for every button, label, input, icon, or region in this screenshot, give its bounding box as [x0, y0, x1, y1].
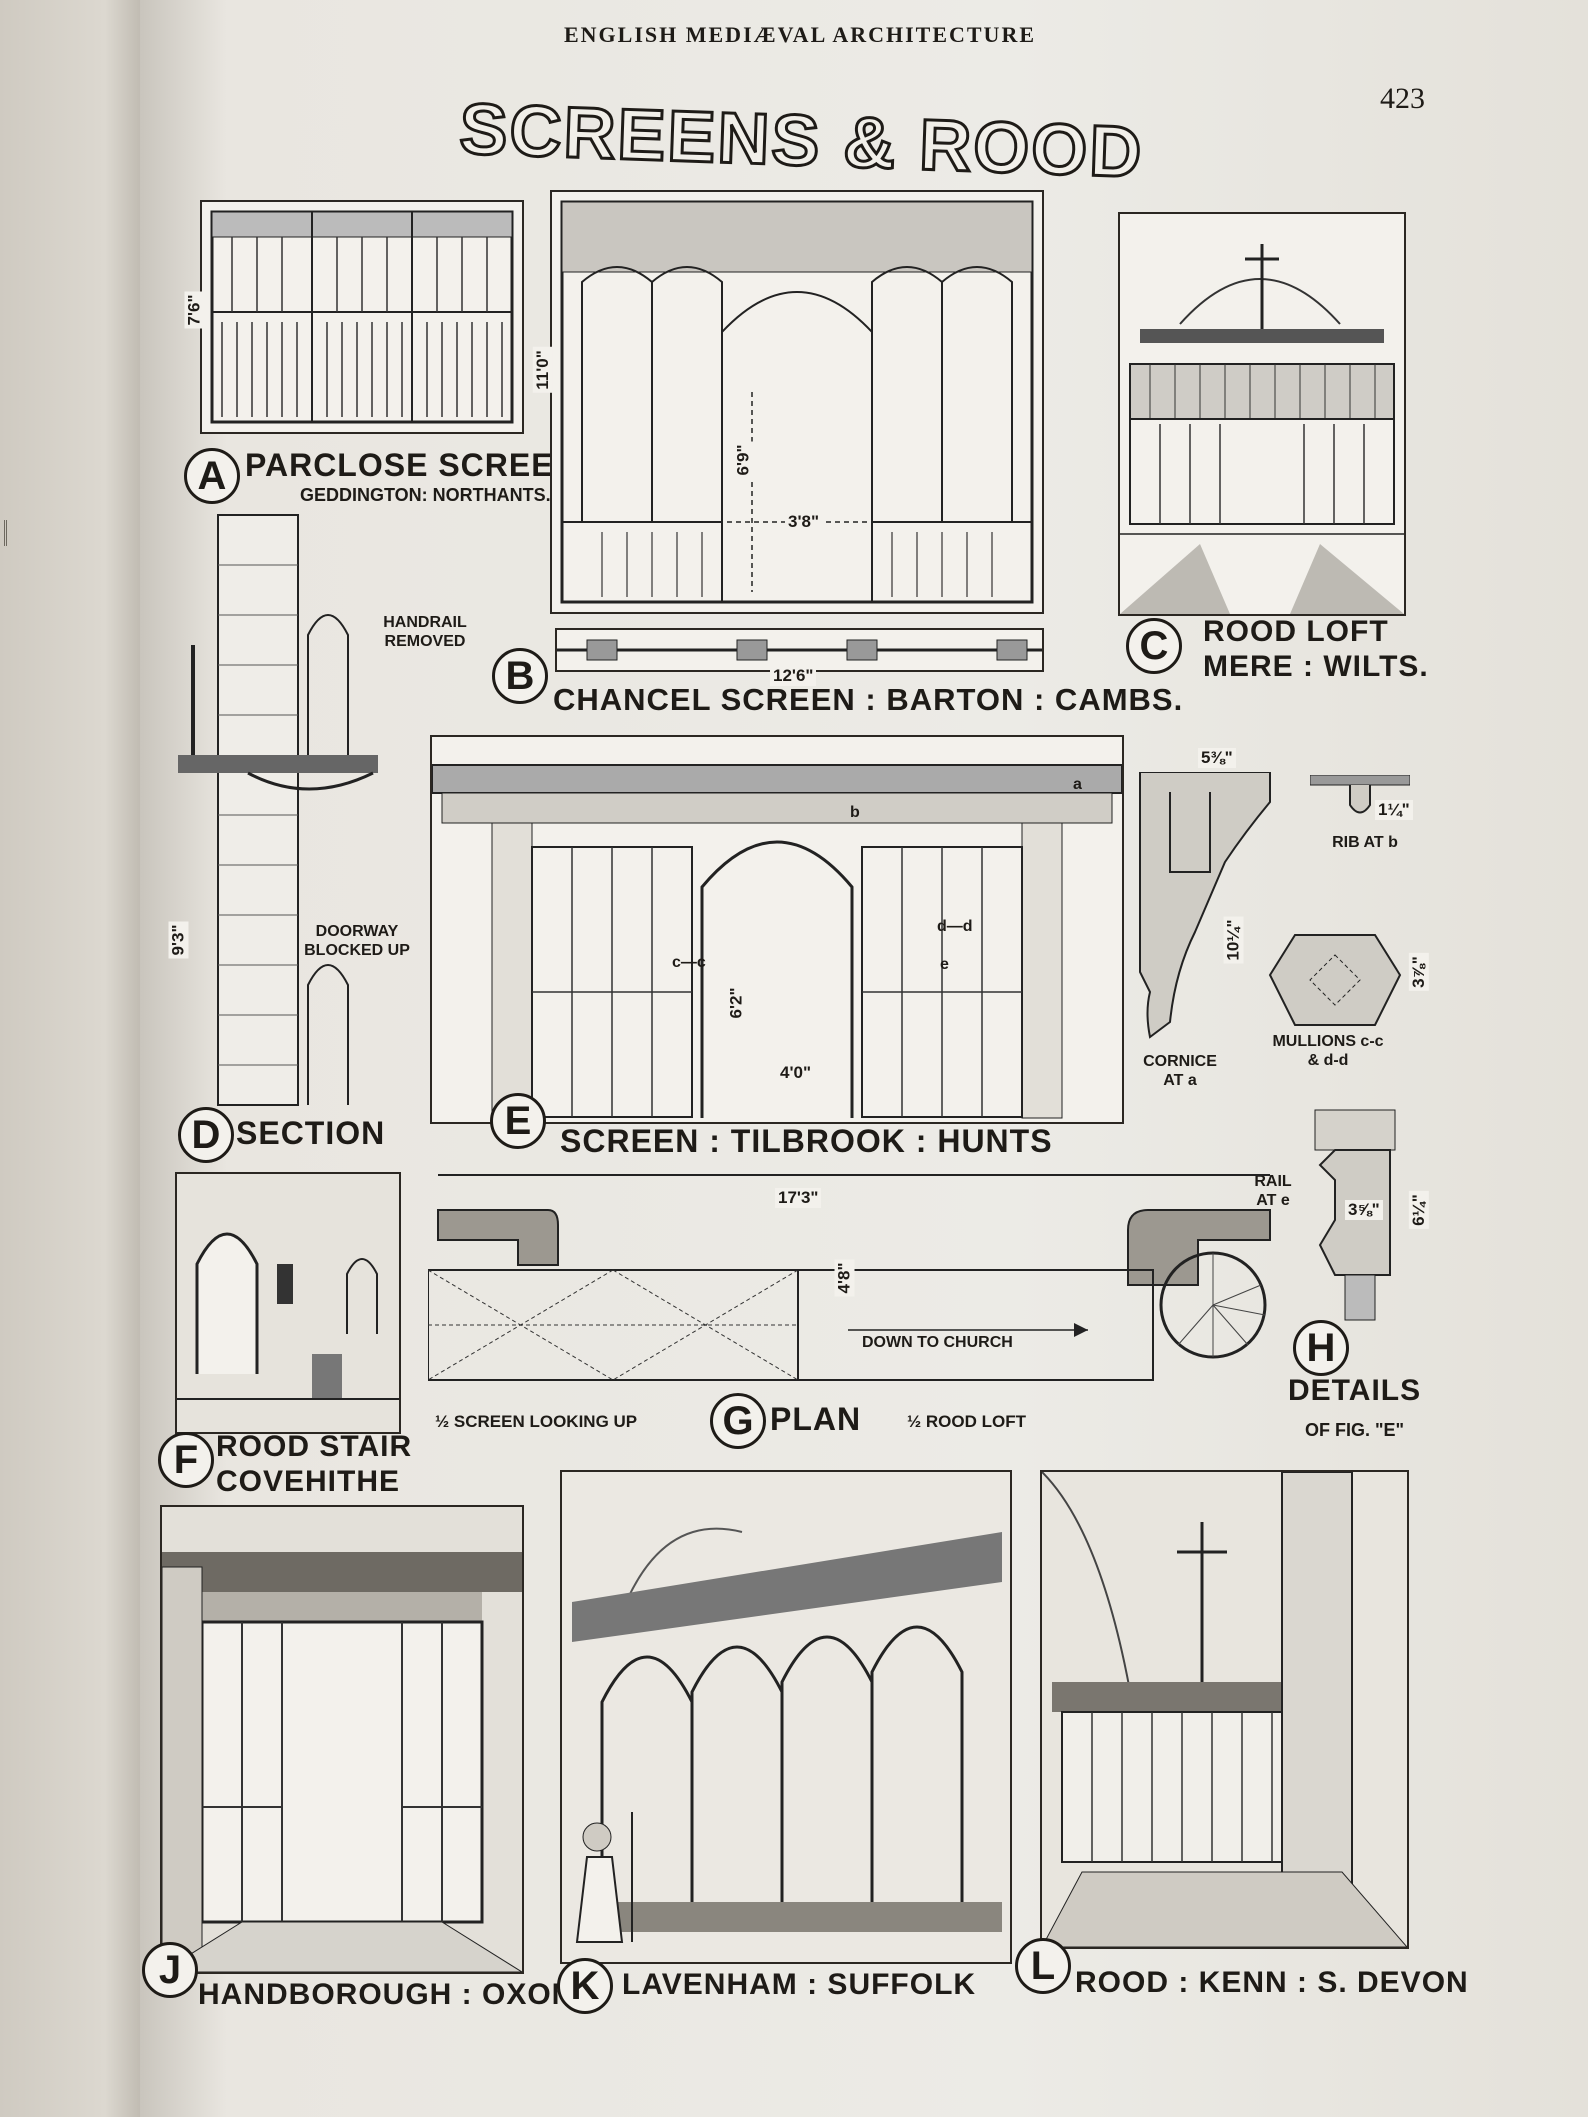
rib-profile-drawing: [1310, 775, 1410, 825]
mullion-dimension: 3⅞": [1408, 953, 1429, 991]
figure-a-title: PARCLOSE SCREEN: [245, 447, 578, 483]
figure-e-label-e: e: [940, 956, 949, 973]
figure-j-letter: J: [142, 1942, 198, 1998]
rail-caption: RAIL AT e: [1254, 1173, 1292, 1209]
figure-a-letter: A: [184, 448, 240, 504]
kenn-rood-illustration: [1042, 1472, 1407, 1947]
mullion-profile-illustration: [1268, 934, 1402, 1026]
chancel-screen-plan-strip: [557, 639, 1042, 661]
figure-f-title-line1: ROOD STAIR: [216, 1430, 413, 1463]
lavenham-screen-illustration: [562, 1472, 1010, 1962]
figure-e-letter: E: [490, 1093, 546, 1149]
rood-loft-mere-illustration: [1120, 244, 1404, 614]
cornice-profile-drawing: [1135, 772, 1275, 1042]
figure-j-title: HANDBOROUGH : OXON: [198, 1978, 575, 2011]
figure-g-title: PLAN: [770, 1401, 862, 1437]
figure-k-title: LAVENHAM : SUFFOLK: [622, 1968, 977, 2001]
mullions-caption: MULLIONS c-c & d-d: [1272, 1033, 1384, 1069]
covehithe-rood-stair-illustration: [177, 1174, 399, 1432]
left-page-edge: [0, 0, 150, 2117]
figure-c-drawing: [1118, 212, 1406, 616]
figure-d-doorway-note: DOORWAY BLOCKED UP: [304, 923, 410, 959]
figure-c-title-line2: MERE : WILTS.: [1203, 650, 1429, 683]
figure-b-letter: B: [492, 648, 548, 704]
handborough-screen-illustration: [162, 1507, 522, 1972]
cornice-width-dimension: 5⅜": [1198, 748, 1236, 768]
tilbrook-screen-illustration: [432, 764, 1122, 1119]
figure-e-label-cc: c—c: [672, 954, 706, 971]
figure-f-letter: F: [158, 1432, 214, 1488]
figure-j-drawing: [160, 1505, 524, 1974]
figure-h-title: DETAILS: [1288, 1374, 1422, 1407]
figure-a-drawing: [200, 200, 524, 434]
figure-k-drawing: [560, 1470, 1012, 1964]
figure-h-letter: H: [1293, 1320, 1349, 1376]
figure-e-label-dd: d—d: [937, 918, 973, 935]
figure-f-drawing: [175, 1172, 401, 1434]
figure-l-letter: L: [1015, 1938, 1071, 1994]
figure-f-title-line2: COVEHITHE: [216, 1465, 401, 1498]
rood-loft-plan-illustration: [428, 1174, 1271, 1381]
figure-l-drawing: [1040, 1470, 1409, 1949]
figure-b-opening-width-dimension: 3'8": [785, 512, 823, 532]
mullion-profile-drawing: [1265, 930, 1405, 1030]
rib-profile-illustration: [1310, 775, 1410, 814]
figure-a-height-dimension: 7'6": [184, 291, 205, 329]
figure-e-label-b: b: [850, 804, 860, 821]
figure-k-letter: K: [557, 1958, 613, 2014]
figure-d-title: SECTION: [236, 1115, 386, 1151]
figure-b-drawing: [550, 190, 1044, 614]
figure-d-letter: D: [178, 1107, 234, 1163]
page-number: 423: [1380, 82, 1425, 115]
figure-d-drawing: [178, 505, 388, 1110]
figure-h-subtitle: OF FIG. "E": [1305, 1420, 1405, 1440]
figure-e-drawing: [430, 735, 1124, 1124]
figure-b-width-dimension: 12'6": [770, 666, 817, 686]
rib-caption: RIB AT b: [1332, 834, 1398, 851]
rail-height-dimension: 6¼": [1408, 1191, 1429, 1229]
figure-g-left-note: ½ SCREEN LOOKING UP: [435, 1412, 638, 1431]
figure-b-title: CHANCEL SCREEN : BARTON : CAMBS.: [553, 682, 1184, 717]
figure-e-height-dimension: 6'2": [726, 984, 747, 1022]
figure-l-title: ROOD : KENN : S. DEVON: [1075, 1966, 1469, 1999]
chancel-screen-illustration: [560, 200, 1034, 604]
figure-d-height-dimension: 9'3": [168, 921, 189, 959]
rood-stair-section-illustration: [178, 514, 378, 1106]
figure-c-title-line1: ROOD LOFT: [1203, 615, 1389, 648]
figure-e-opening-dimension: 4'0": [777, 1063, 815, 1083]
figure-g-letter: G: [710, 1393, 766, 1449]
figure-d-handrail-note: HANDRAIL REMOVED: [383, 614, 467, 650]
rib-dimension: 1¼": [1375, 800, 1413, 820]
figure-c-letter: C: [1126, 618, 1182, 674]
figure-g-drawing: [428, 1165, 1280, 1395]
figure-b-height-dimension: 11'0": [532, 347, 553, 393]
rail-width-dimension: 3⅝": [1345, 1200, 1383, 1220]
figure-e-label-a: a: [1073, 776, 1082, 793]
cornice-height-dimension: 10¼": [1223, 916, 1244, 964]
parclose-screen-illustration: [210, 210, 514, 424]
figure-g-depth-dimension: 4'8": [834, 1259, 855, 1297]
figure-b-opening-height-dimension: 6'9": [733, 441, 754, 479]
left-page-mark: [4, 520, 19, 546]
figure-g-right-note: ½ ROOD LOFT: [907, 1412, 1026, 1431]
cornice-profile-illustration: [1139, 772, 1271, 1039]
figure-g-length-dimension: 17'3": [775, 1188, 822, 1208]
figure-g-arrow-note: DOWN TO CHURCH: [862, 1334, 1013, 1351]
running-head: ENGLISH MEDIÆVAL ARCHITECTURE: [563, 22, 1037, 47]
figure-a-subtitle: GEDDINGTON: NORTHANTS.: [300, 485, 551, 505]
cornice-caption: CORNICE AT a: [1143, 1053, 1217, 1089]
figure-e-title: SCREEN : TILBROOK : HUNTS: [560, 1123, 1053, 1159]
